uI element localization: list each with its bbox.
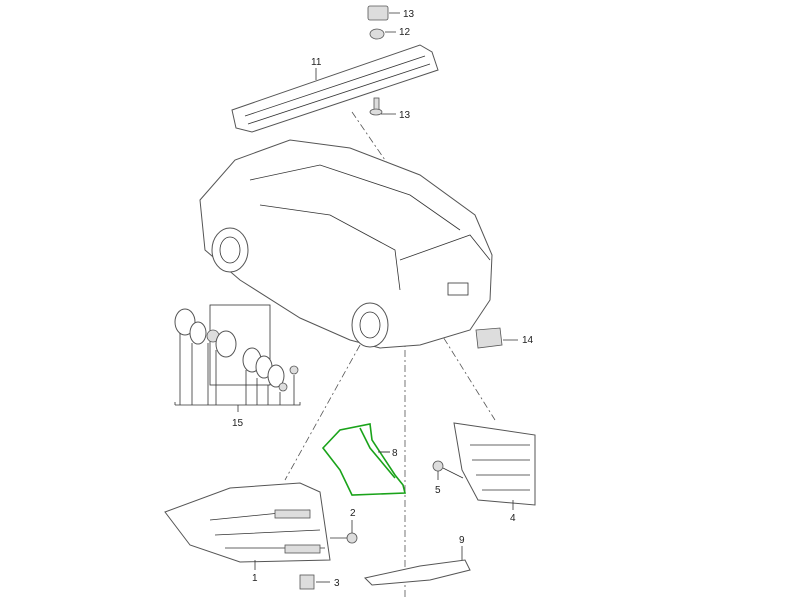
part-3-clip[interactable] [299, 574, 330, 590]
callout-1[interactable]: 1 [252, 573, 258, 584]
part-14-license-light[interactable] [475, 327, 503, 349]
part-13-screw[interactable] [369, 97, 383, 116]
callout-11[interactable]: 11 [311, 57, 322, 68]
callout-14[interactable]: 14 [522, 335, 534, 346]
callout-4[interactable]: 4 [510, 513, 516, 524]
callout-2[interactable]: 2 [350, 508, 356, 519]
part-9-reflector[interactable] [363, 546, 471, 586]
callout-12[interactable]: 12 [399, 27, 411, 38]
part-13-clip[interactable] [367, 5, 389, 21]
callout-13[interactable]: 13 [403, 9, 415, 20]
callout-15[interactable]: 15 [232, 418, 244, 429]
leader-lines [315, 12, 518, 453]
part-8-cover-highlighted[interactable] [321, 423, 407, 496]
part-2-screw[interactable] [330, 520, 358, 544]
callout-3[interactable]: 3 [334, 578, 340, 589]
part-12-grommet[interactable] [369, 28, 385, 40]
callout-8[interactable]: 8 [392, 448, 398, 459]
callout-5[interactable]: 5 [435, 485, 441, 496]
callout-9[interactable]: 9 [459, 535, 465, 546]
vehicle-outline [199, 139, 493, 349]
part-15-gasket-kit[interactable] [174, 304, 301, 412]
part-5-nut[interactable] [432, 460, 464, 480]
part-1-tail-light-outer[interactable] [164, 482, 331, 570]
callout-13[interactable]: 13 [399, 110, 411, 121]
callout-labels: 13 12 11 13 14 15 8 5 4 2 1 3 9 [232, 9, 534, 589]
part-11-brake-light[interactable] [231, 44, 439, 133]
part-4-tail-light-inner[interactable] [453, 422, 536, 510]
